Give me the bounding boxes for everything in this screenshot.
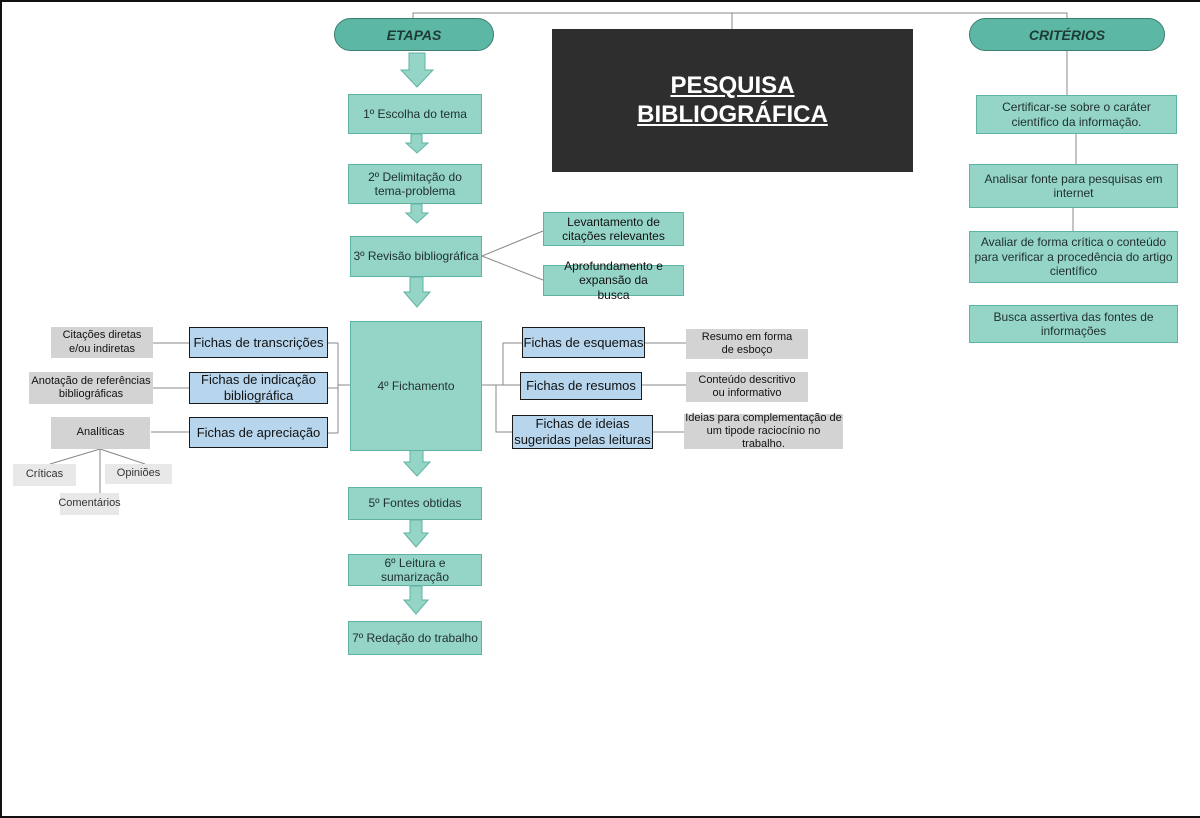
step-7: 7º Redação do trabalho	[348, 621, 482, 655]
criterio-1: Certificar-se sobre o caráter científico…	[976, 95, 1177, 134]
title-line-1: PESQUISA	[670, 71, 795, 99]
desc-esquemas: Resumo em forma de esboço	[686, 329, 808, 359]
analiticas-comentarios: Comentários	[58, 493, 121, 515]
step-2: 2º Delimitação do tema-problema	[348, 164, 482, 204]
revisao-branch-2: Aprofundamento e expansão da busca	[543, 259, 684, 302]
main-title: PESQUISA BIBLIOGRÁFICA	[552, 29, 913, 172]
desc-indicacao: Anotação de referências bibliográficas	[29, 372, 153, 404]
desc-resumos: Conteúdo descritivo ou informativo	[686, 372, 808, 402]
criterios-header: CRITÉRIOS	[969, 18, 1165, 51]
ficha-transcricoes: Fichas de transcrições	[189, 327, 328, 358]
top-connector	[412, 12, 1068, 18]
step-6: 6º Leitura e sumarização	[348, 554, 482, 586]
step-5: 5º Fontes obtidas	[348, 487, 482, 520]
ficha-apreciacao: Fichas de apreciação	[189, 417, 328, 448]
analiticas-criticas: Críticas	[13, 464, 76, 486]
arrow-down-icon	[404, 203, 430, 224]
title-line-2: BIBLIOGRÁFICA	[637, 100, 828, 128]
step-1: 1º Escolha do tema	[348, 94, 482, 134]
desc-transcricoes: Citações diretas e/ou indiretas	[51, 327, 153, 358]
criterio-2: Analisar fonte para pesquisas em interne…	[969, 164, 1178, 208]
revisao-branch-1: Levantamento de citações relevantes	[543, 212, 684, 246]
criterio-3: Avaliar de forma crítica o conteúdo para…	[969, 231, 1178, 283]
ficha-resumos: Fichas de resumos	[520, 372, 642, 400]
criterio-4: Busca assertiva das fontes de informaçõe…	[969, 305, 1178, 343]
step-4: 4º Fichamento	[350, 321, 482, 451]
arrow-down-icon	[402, 276, 432, 308]
desc-ideias: Ideias para complementação de um tipode …	[684, 411, 843, 451]
desc-apreciacao: Analíticas	[51, 417, 150, 449]
ficha-ideias: Fichas de ideias sugeridas pelas leitura…	[512, 415, 653, 449]
ficha-esquemas: Fichas de esquemas	[522, 327, 645, 358]
arrow-down-icon	[404, 133, 430, 154]
arrow-down-icon	[402, 449, 432, 477]
step-3: 3º Revisão bibliográfica	[350, 236, 482, 277]
etapas-header: ETAPAS	[334, 18, 494, 51]
arrow-down-icon	[402, 519, 430, 548]
arrow-down-icon	[402, 585, 430, 615]
analiticas-opinioes: Opiniões	[105, 464, 172, 484]
arrow-down-icon	[399, 52, 435, 88]
ficha-indicacao: Fichas de indicação bibliográfica	[189, 372, 328, 404]
